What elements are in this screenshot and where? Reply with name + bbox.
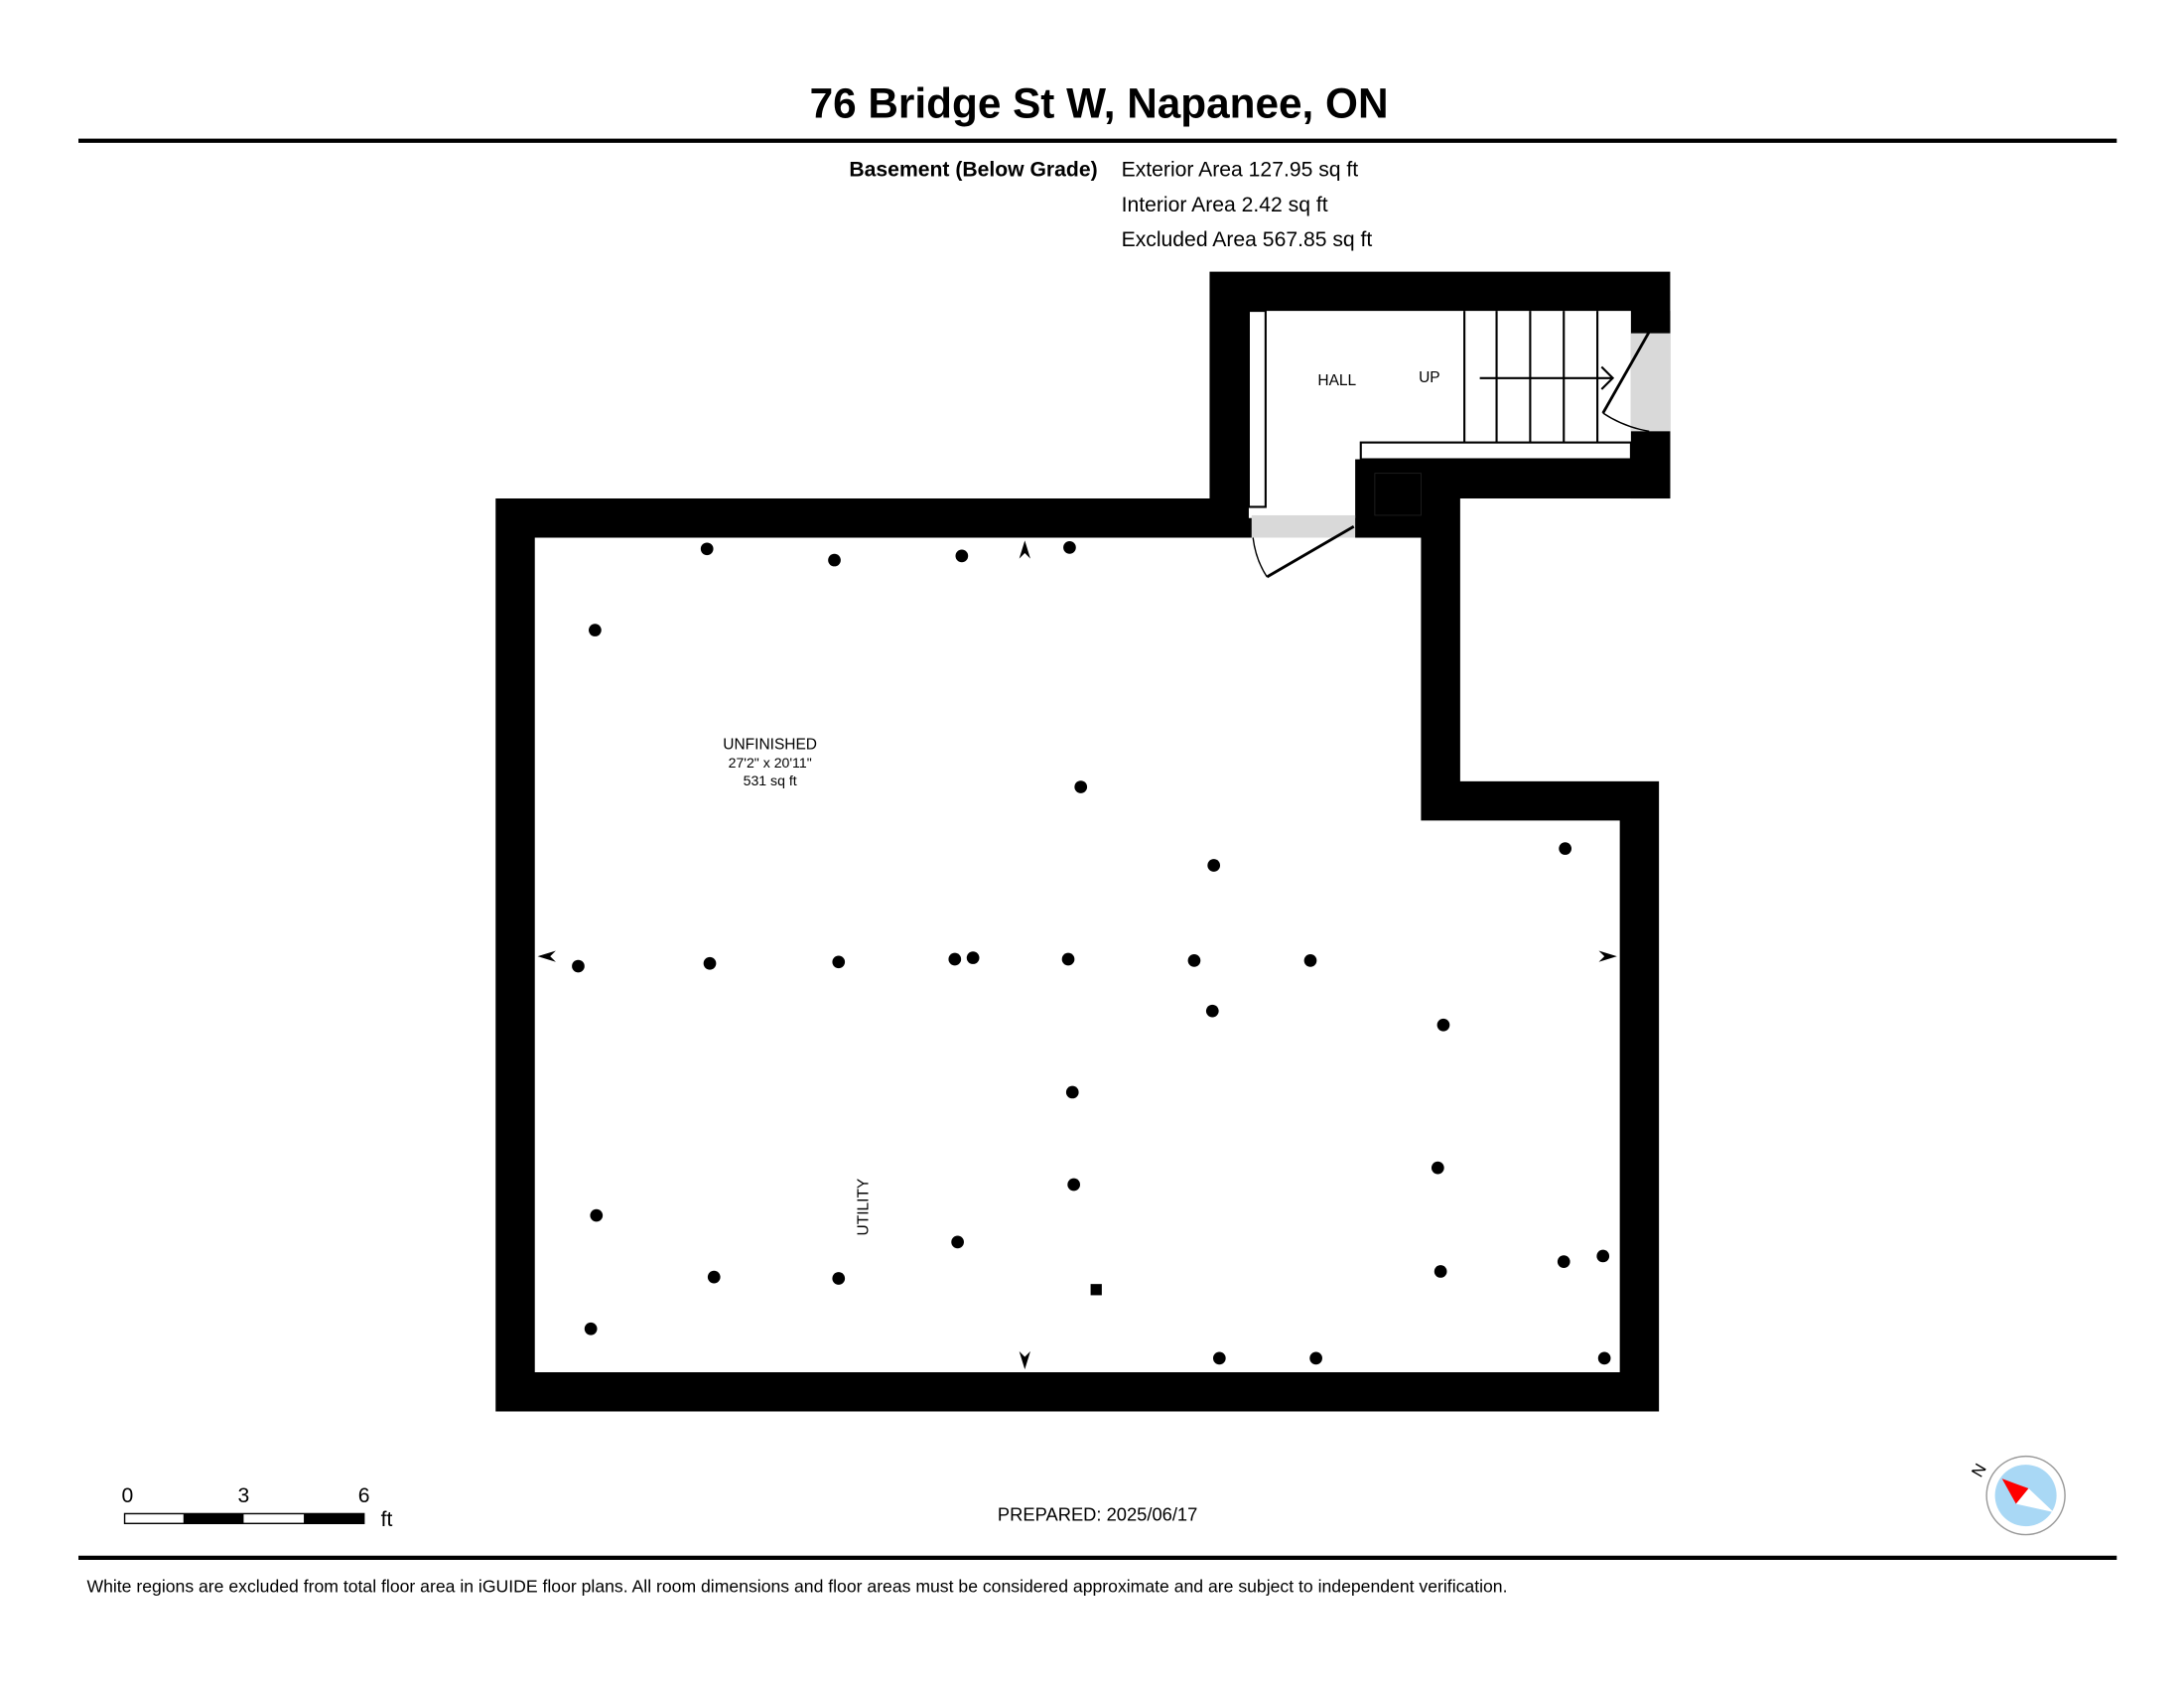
disclaimer: White regions are excluded from total fl… [86, 1576, 1507, 1596]
svg-text:N: N [1968, 1461, 1990, 1480]
staircase [1463, 311, 1615, 443]
room-dimensions-unfinished: 27'2" x 20'11" [729, 755, 812, 771]
survey-marker [1067, 1178, 1081, 1192]
survey-marker [1559, 842, 1571, 855]
room-area-unfinished: 531 sq ft [744, 773, 797, 788]
survey-marker [707, 1270, 721, 1284]
column-marker [1090, 1284, 1102, 1296]
survey-marker [955, 549, 969, 563]
survey-marker [966, 951, 980, 964]
survey-markers [572, 541, 1611, 1365]
excluded-area: Excluded Area 567.85 sq ft [1122, 228, 1373, 251]
svg-text:ft: ft [381, 1508, 393, 1531]
floor-name: Basement (Below Grade) [849, 159, 1097, 182]
survey-marker [828, 553, 841, 567]
page-title: 76 Bridge St W, Napanee, ON [810, 79, 1389, 126]
svg-text:0: 0 [121, 1484, 133, 1507]
survey-marker [832, 955, 846, 969]
survey-marker [948, 952, 962, 966]
prepared-date: PREPARED: 2025/06/17 [998, 1503, 1197, 1524]
room-label-unfinished: UNFINISHED [723, 736, 817, 753]
header-rule [78, 138, 2117, 143]
dimension-arrows [537, 540, 1617, 1370]
room-label-utility: UTILITY [855, 1179, 872, 1236]
door-hall-main [1251, 514, 1356, 579]
survey-marker [589, 624, 602, 636]
survey-marker [1596, 1249, 1610, 1263]
survey-marker [1303, 954, 1317, 967]
compass-icon: N [1968, 1455, 2066, 1536]
door-stair-exit [1601, 331, 1671, 433]
survey-marker [1212, 1351, 1226, 1365]
survey-marker [572, 959, 585, 973]
svg-text:3: 3 [238, 1484, 250, 1507]
survey-marker [703, 956, 717, 970]
survey-marker [832, 1272, 846, 1285]
survey-marker [951, 1235, 964, 1249]
stairs-label: UP [1419, 369, 1440, 386]
interior-area: Interior Area 2.42 sq ft [1122, 194, 1328, 216]
survey-marker [1207, 859, 1221, 872]
survey-marker [1431, 1161, 1444, 1175]
room-label-hall: HALL [1317, 372, 1356, 389]
survey-marker [1187, 954, 1201, 967]
survey-marker [1074, 780, 1088, 793]
svg-text:6: 6 [358, 1484, 370, 1507]
survey-marker [700, 542, 714, 556]
exterior-area: Exterior Area 127.95 sq ft [1122, 159, 1359, 182]
footer-rule [78, 1555, 2117, 1560]
survey-marker [584, 1322, 598, 1336]
survey-marker [1309, 1351, 1322, 1365]
survey-marker [1205, 1004, 1219, 1018]
scale-bar: 0 3 6 ft [121, 1484, 392, 1531]
survey-marker [1065, 1085, 1079, 1099]
survey-marker [1061, 952, 1075, 966]
survey-marker [1597, 1351, 1611, 1365]
closet-shelf [1247, 310, 1267, 508]
survey-marker [1557, 1255, 1570, 1268]
survey-marker [590, 1208, 604, 1222]
stair-landing [1359, 441, 1632, 461]
survey-marker [1436, 1018, 1450, 1032]
survey-marker [1433, 1265, 1447, 1278]
survey-marker [1063, 541, 1076, 554]
walls [495, 271, 1671, 1412]
